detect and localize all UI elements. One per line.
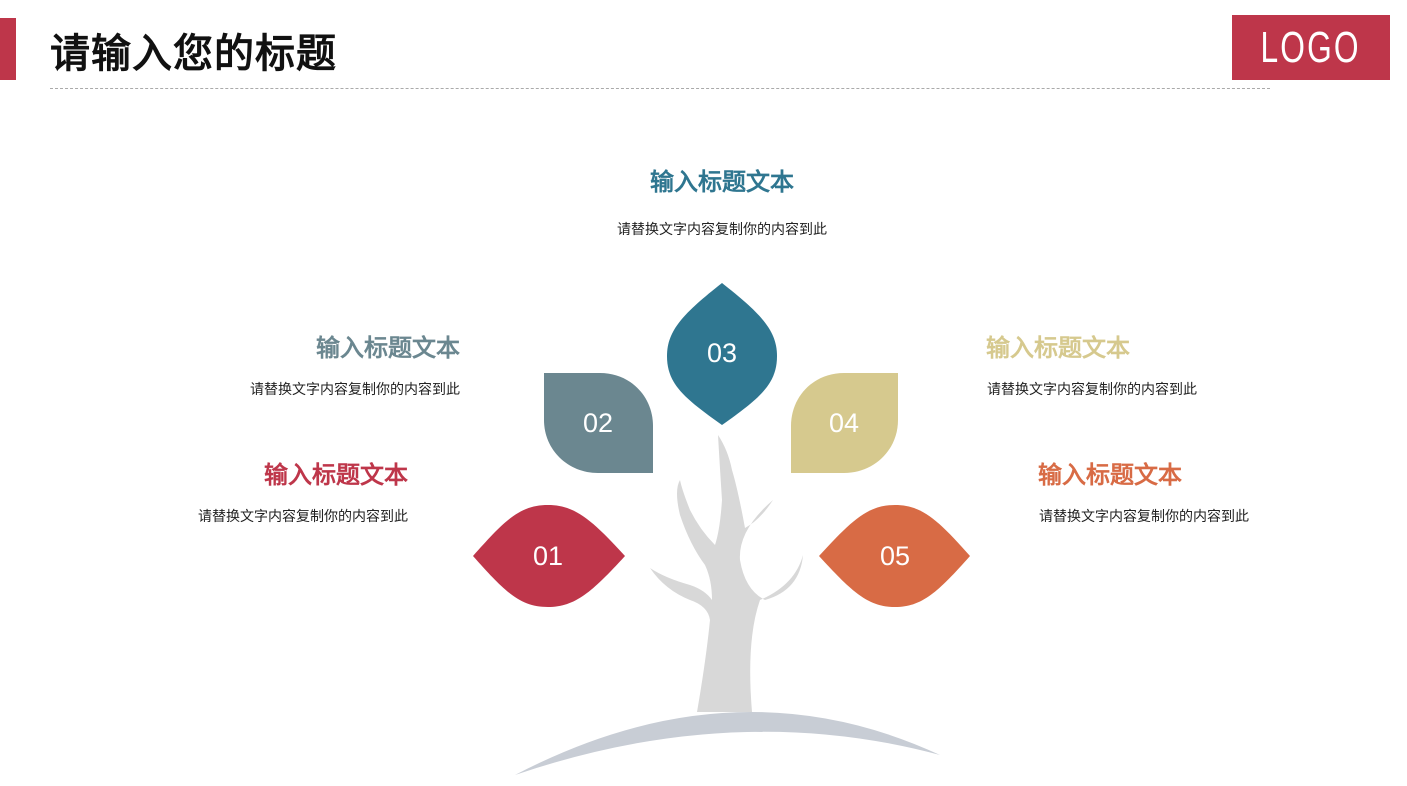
leaf-05-number: 05 xyxy=(879,541,911,571)
item-04-title: 输入标题文本 xyxy=(986,334,1130,362)
item-02-title: 输入标题文本 xyxy=(316,334,460,362)
item-01-title: 输入标题文本 xyxy=(264,461,408,489)
leaf-02-number: 02 xyxy=(582,408,614,438)
ground-arc xyxy=(515,712,940,775)
leaf-04-number: 04 xyxy=(828,408,860,438)
item-03-desc: 请替换文字内容复制你的内容到此 xyxy=(617,222,827,238)
leaf-01-number: 01 xyxy=(532,541,564,571)
tree-trunk xyxy=(650,435,803,712)
item-05-title: 输入标题文本 xyxy=(1038,461,1182,489)
item-02-desc: 请替换文字内容复制你的内容到此 xyxy=(250,382,460,398)
leaf-03-shape xyxy=(667,283,777,425)
accent-bar xyxy=(0,18,16,80)
item-05-desc: 请替换文字内容复制你的内容到此 xyxy=(1039,509,1249,525)
logo: LOGO xyxy=(1232,15,1390,80)
leaf-03-number: 03 xyxy=(706,338,738,368)
item-03-title: 输入标题文本 xyxy=(650,168,794,196)
leaf-02-shape xyxy=(544,373,653,473)
logo-text: LOGO xyxy=(1260,22,1362,72)
leaf-04-shape xyxy=(791,373,898,473)
item-04-desc: 请替换文字内容复制你的内容到此 xyxy=(987,382,1197,398)
page-title: 请输入您的标题 xyxy=(50,31,337,77)
title-divider xyxy=(50,88,1270,89)
item-01-desc: 请替换文字内容复制你的内容到此 xyxy=(198,509,408,525)
leaf-05-shape xyxy=(819,505,970,607)
leaf-01-shape xyxy=(473,505,625,607)
